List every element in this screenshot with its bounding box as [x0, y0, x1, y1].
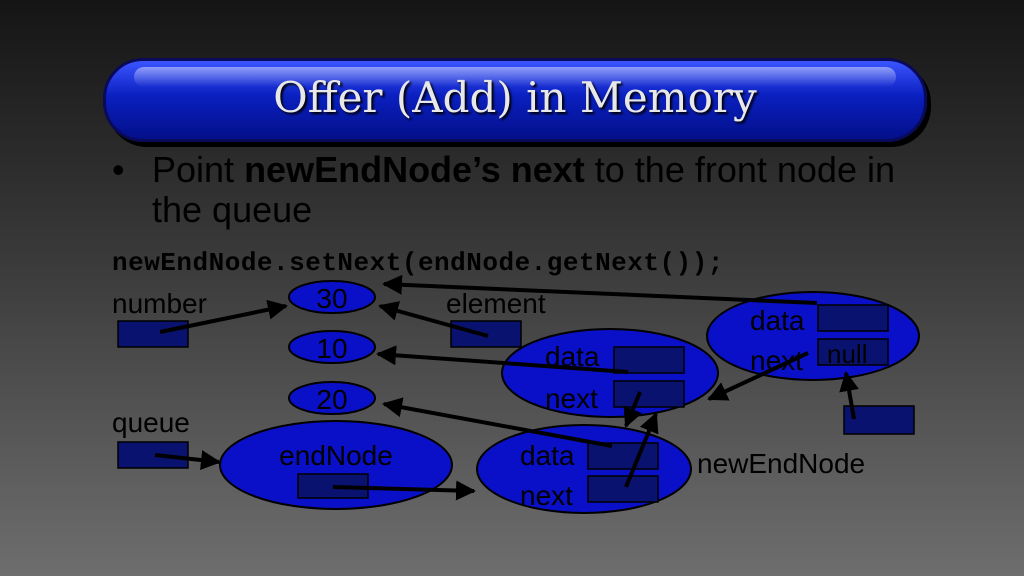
endnode-oval: endNode: [219, 420, 453, 510]
title-banner: Offer (Add) in Memory: [103, 58, 927, 142]
value-node-10: 10: [288, 330, 376, 364]
arrow-newendnode-to-node: [839, 371, 859, 420]
value-30: 30: [316, 283, 347, 314]
arrow-middle-data-to-10: [376, 345, 629, 374]
node-middle-next-cell: [613, 380, 685, 408]
value-node-20: 20: [288, 381, 376, 415]
code-line: newEndNode.setNext(endNode.getNext());: [112, 248, 724, 278]
node-new-data-label: data: [750, 305, 805, 336]
label-element: element: [446, 288, 546, 319]
node-middle-data-cell: [613, 346, 685, 374]
label-number: number: [112, 288, 207, 319]
number-ref-cell: [117, 320, 189, 348]
arrow-bottom-data-to-20: [382, 397, 613, 448]
value-10: 10: [316, 333, 347, 364]
node-bottom-data-cell: [587, 442, 659, 470]
endnode-label: endNode: [279, 440, 393, 471]
arrow-element-to-30: [378, 301, 489, 338]
label-newEndNode: newEndNode: [697, 448, 866, 479]
bullet-marker: •: [112, 149, 125, 190]
arrow-new-data-to-30: [382, 274, 818, 305]
arrow-queue-to-endnode: [154, 450, 221, 470]
queue-ref-cell: [117, 441, 189, 469]
arrow-bottom-next-to-middle: [624, 412, 659, 488]
bullet-text-part2: to the front node in the queue: [152, 149, 895, 230]
newendnode-ref-cell: [843, 405, 915, 435]
bullet-text-bold: newEndNode’s next: [244, 149, 585, 190]
value-node-30: 30: [288, 280, 376, 314]
arrow-number-to-30: [159, 299, 288, 334]
null-value: null: [827, 339, 867, 369]
pointer-arrows: [154, 274, 859, 501]
slide-title: Offer (Add) in Memory: [273, 73, 757, 122]
bullet-text-part1: Point: [152, 149, 245, 190]
node-middle: data next: [501, 328, 719, 418]
node-middle-next-label: next: [545, 383, 598, 414]
node-new-end: data next null: [706, 291, 920, 381]
bullet-text: Point newEndNode’s next to the front nod…: [152, 150, 912, 230]
node-bottom: data next: [476, 424, 692, 514]
node-new-next-cell: [817, 338, 889, 366]
arrow-new-next-to-middle: [707, 351, 809, 401]
node-bottom-next-cell: [587, 475, 659, 503]
node-bottom-next-label: next: [520, 480, 573, 511]
label-queue: queue: [112, 407, 190, 438]
arrow-endnode-to-bottom: [332, 480, 476, 501]
node-new-data-cell: [817, 304, 889, 332]
value-20: 20: [316, 384, 347, 415]
node-bottom-data-label: data: [520, 440, 575, 471]
arrow-middle-next-to-bottom: [623, 391, 643, 428]
